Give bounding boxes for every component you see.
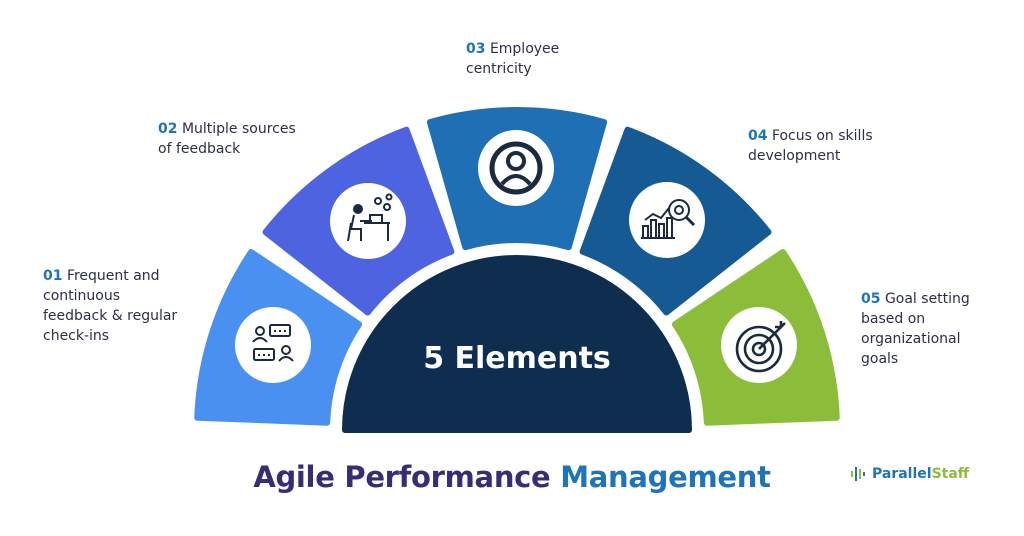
- title-part-1: Agile Performance: [253, 460, 551, 494]
- parallelstaff-logo: ParallelStaff: [850, 464, 969, 484]
- person-at-desk-icon: [347, 193, 393, 242]
- element-label-02: 02 Multiple sources of feedback: [158, 119, 338, 159]
- center-label: 5 Elements: [423, 341, 611, 376]
- title-part-2: Management: [560, 460, 771, 494]
- element-text: Multiple sources of feedback: [158, 121, 296, 157]
- icon-circle-04: [629, 182, 705, 258]
- icon-circle-05: [721, 307, 797, 383]
- logo-part-2: Staff: [931, 466, 970, 482]
- element-text: Goal setting based on organizational goa…: [861, 291, 970, 367]
- icon-circle-03: [478, 130, 554, 206]
- icon-circle-02: [330, 183, 406, 259]
- element-number: 03: [466, 41, 486, 57]
- page-title: Agile Performance Management: [0, 460, 1024, 494]
- element-number: 05: [861, 291, 881, 307]
- element-text: Focus on skills development: [748, 128, 873, 164]
- user-profile-icon: [489, 141, 543, 195]
- logo-bars-icon: [851, 467, 865, 481]
- icon-circle-01: [235, 307, 311, 383]
- element-label-04: 04 Focus on skills development: [748, 126, 928, 166]
- element-number: 01: [43, 268, 63, 284]
- target-icon: [735, 321, 786, 373]
- logo-part-1: Parallel: [872, 466, 932, 482]
- chart-magnifier-icon: [641, 199, 696, 239]
- element-label-03: 03 Employee centricity: [466, 39, 626, 79]
- element-text: Frequent and continuous feedback & regul…: [43, 268, 178, 344]
- element-label-01: 01 Frequent and continuous feedback & re…: [43, 266, 213, 346]
- chat-people-icon: [252, 324, 294, 362]
- element-number: 02: [158, 121, 178, 137]
- element-label-05: 05 Goal setting based on organizational …: [861, 289, 1001, 369]
- element-text: Employee centricity: [466, 41, 560, 77]
- element-number: 04: [748, 128, 768, 144]
- center-semicircle: [342, 255, 692, 433]
